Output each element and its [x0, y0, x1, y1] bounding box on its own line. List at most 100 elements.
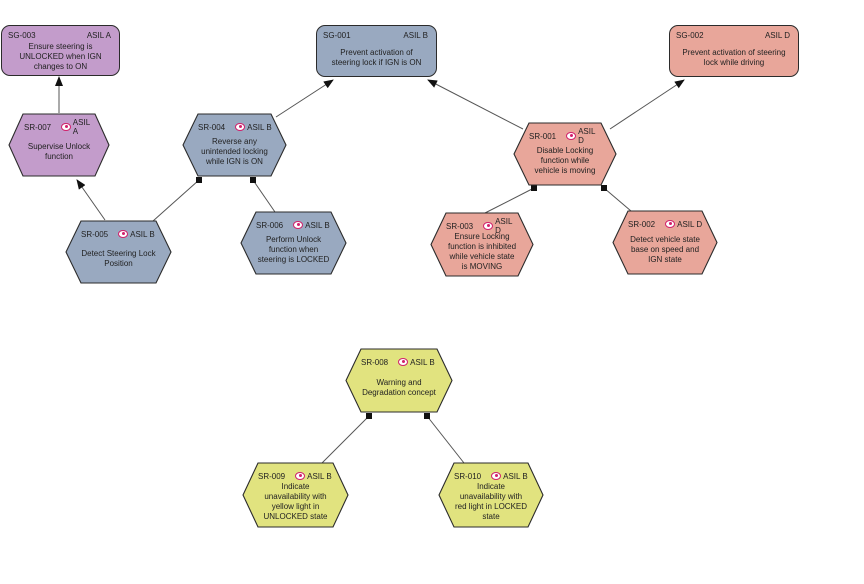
node-header: SG-001 ASIL B — [323, 30, 428, 40]
node-description: Prevent activation of steering lock whil… — [682, 47, 786, 67]
eye-icon — [483, 222, 494, 230]
eye-icon — [61, 123, 71, 131]
connector-square — [424, 413, 430, 419]
node-header: SR-002 ASIL D — [628, 219, 704, 229]
node-id: SR-001 — [529, 131, 557, 141]
asil-level: ASIL D — [495, 217, 513, 235]
edge-sr-001-to-sg-001 — [427, 79, 524, 130]
asil-level: ASIL A — [72, 118, 90, 136]
connector-square — [196, 177, 202, 183]
node-id: SR-008 — [361, 357, 389, 367]
hexagon-shape — [65, 220, 172, 284]
edge-sr-003-to-sr-001 — [484, 187, 535, 214]
node-description: Indicate unavailability with yellow ligh… — [263, 482, 328, 521]
node-description: Indicate unavailability with red light i… — [454, 482, 528, 521]
node-id: SR-009 — [258, 471, 286, 481]
safety-goal-sg-002[interactable]: SG-002 ASIL D Prevent activation of steeri… — [669, 25, 799, 77]
hexagon-shape — [182, 113, 287, 177]
edge-sr-005-to-sr-004 — [152, 179, 200, 222]
node-header: SR-001 ASIL D — [529, 127, 603, 145]
eye-icon — [491, 472, 502, 480]
node-description: Supervise Unlock function — [27, 142, 91, 161]
eye-icon — [566, 132, 577, 140]
eye-icon — [398, 358, 409, 366]
asil-level: ASIL B — [403, 30, 428, 40]
node-header: SR-008 ASIL B — [361, 357, 439, 367]
safety-requirement-sr-007[interactable]: SR-007 ASIL A Supervise Unlock function — [8, 113, 110, 177]
edge-sr-009-to-sr-008 — [321, 415, 370, 464]
node-header: SR-003 ASIL D — [446, 217, 520, 235]
connector-square — [366, 413, 372, 419]
asil-level: ASIL D — [578, 127, 596, 145]
node-id: SR-010 — [454, 471, 482, 481]
node-description: Prevent activation of steering lock if I… — [331, 47, 422, 67]
hexagon-shape — [612, 210, 718, 275]
node-id: SG-001 — [323, 30, 351, 40]
safety-goal-sg-001[interactable]: SG-001 ASIL B Prevent activation of steeri… — [316, 25, 437, 77]
eye-icon — [293, 221, 304, 229]
node-description: Perform Unlock function when steering is… — [257, 235, 330, 264]
hexagon-shape — [8, 113, 110, 177]
eye-icon — [235, 123, 246, 131]
asil-level: ASIL B — [305, 220, 330, 230]
node-header: SG-003 ASIL A — [8, 30, 111, 40]
asil-level: ASIL A — [86, 30, 111, 40]
hexagon-shape — [242, 462, 349, 528]
hexagon-shape — [345, 348, 453, 413]
eye-icon — [118, 230, 129, 238]
node-header: SR-004 ASIL B — [198, 122, 273, 132]
safety-requirement-sr-002[interactable]: SR-002 ASIL D Detect vehicle state base on… — [612, 210, 718, 275]
edge-sr-004-to-sg-001 — [275, 79, 334, 118]
node-id: SR-002 — [628, 219, 656, 229]
node-header: SR-005 ASIL B — [81, 229, 158, 239]
node-header: SG-002 ASIL D — [676, 30, 790, 40]
safety-requirement-sr-008[interactable]: SR-008 ASIL B Warning and Degradation conc… — [345, 348, 453, 413]
eye-icon — [665, 220, 676, 228]
node-header: SR-006 ASIL B — [256, 220, 333, 230]
node-header: SR-009 ASIL B — [258, 471, 335, 481]
asil-level: ASIL B — [130, 229, 155, 239]
safety-requirement-sr-006[interactable]: SR-006 ASIL B Perform Unlock function when… — [240, 211, 347, 275]
hexagon-shape — [240, 211, 347, 275]
safety-requirement-sr-004[interactable]: SR-004 ASIL B Reverse any unintended locki… — [182, 113, 287, 177]
safety-requirement-sr-005[interactable]: SR-005 ASIL B Detect Steering Lock Positio… — [65, 220, 172, 284]
node-header: SR-010 ASIL B — [454, 471, 530, 481]
edge-sr-001-to-sg-002 — [609, 79, 685, 130]
edge-sr-002-to-sr-001 — [603, 187, 632, 212]
eye-icon — [295, 472, 306, 480]
node-description: Detect Steering Lock Position — [81, 249, 156, 268]
node-description: Disable Locking function while vehicle i… — [534, 146, 596, 175]
node-description: Ensure steering is UNLOCKED when IGN cha… — [19, 42, 102, 71]
node-description: Warning and Degradation concept — [362, 377, 436, 397]
node-description: Reverse any unintended locking while IGN… — [201, 137, 268, 166]
hexagon-shape — [430, 212, 534, 277]
node-id: SR-003 — [446, 221, 474, 231]
asil-level: ASIL B — [247, 122, 272, 132]
node-description: Ensure Locking function is inhibited whi… — [447, 231, 517, 271]
hexagon-shape — [438, 462, 544, 528]
node-id: SR-006 — [256, 220, 284, 230]
hexagon-shape — [513, 122, 617, 186]
edge-sr-006-to-sr-004 — [252, 179, 276, 213]
node-id: SG-002 — [676, 30, 704, 40]
edge-sr-010-to-sr-008 — [426, 415, 465, 464]
asil-level: ASIL D — [764, 30, 790, 40]
node-id: SG-003 — [8, 30, 36, 40]
edge-sr-005-to-sr-007 — [76, 179, 106, 221]
asil-level: ASIL B — [503, 471, 528, 481]
node-id: SR-005 — [81, 229, 109, 239]
safety-goal-sg-003[interactable]: SG-003 ASIL A Ensure steering is UNLOCKED … — [1, 25, 120, 76]
asil-level: ASIL B — [307, 471, 332, 481]
connector-square — [250, 177, 256, 183]
node-description: Detect vehicle state base on speed and I… — [630, 234, 700, 264]
node-id: SR-004 — [198, 122, 226, 132]
node-id: SR-007 — [24, 122, 52, 132]
asil-level: ASIL B — [410, 357, 435, 367]
asil-level: ASIL D — [677, 219, 703, 229]
